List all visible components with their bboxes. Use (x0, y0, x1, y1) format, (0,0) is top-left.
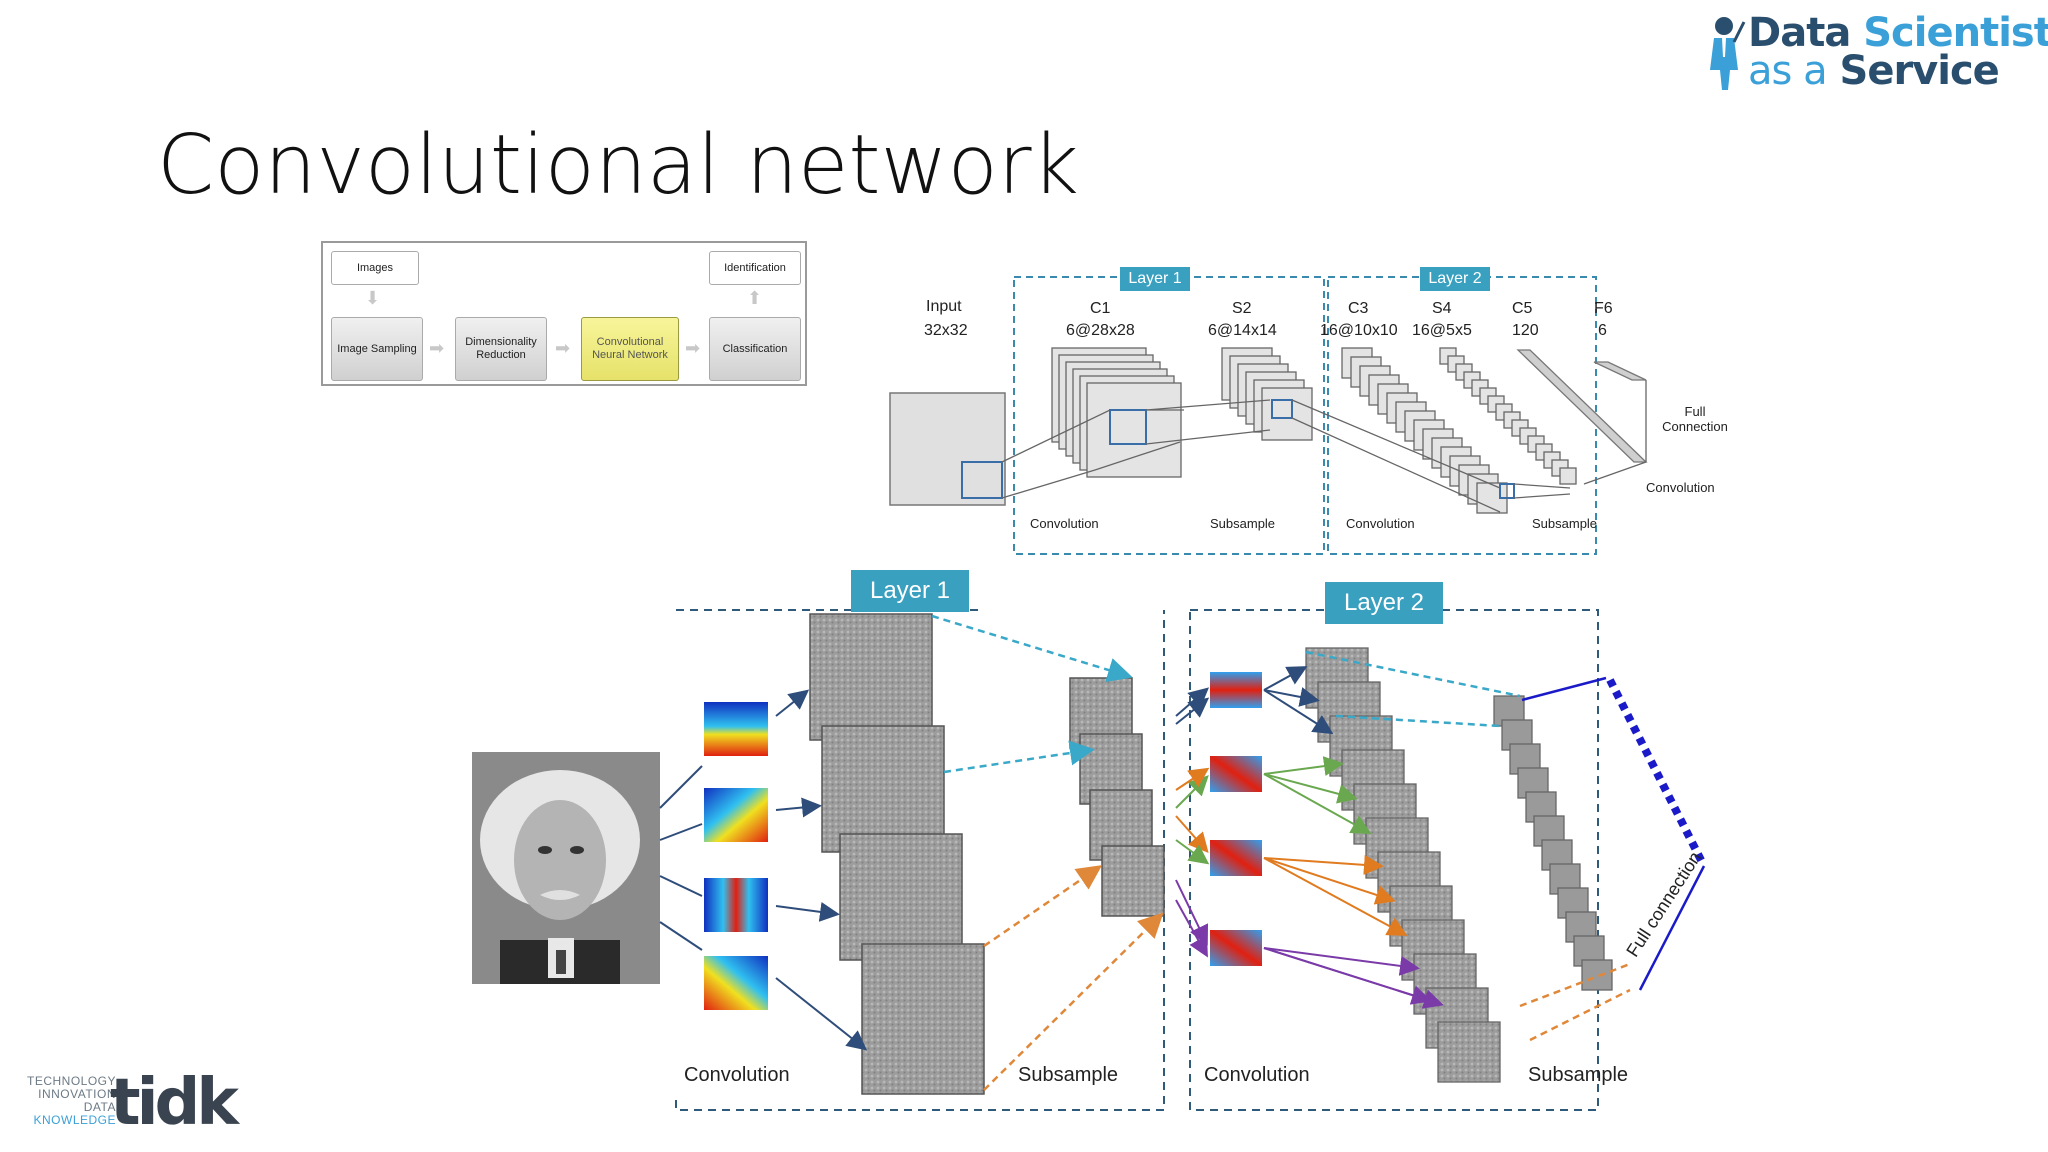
c3-label: C3 (1348, 300, 1369, 317)
s4-feature-map (1559, 467, 1577, 485)
filter-fan-arrow (1263, 756, 1344, 777)
top-convolution-2-label: Convolution (1346, 516, 1415, 531)
filter-fan-arrow (1263, 857, 1408, 936)
top-subsample-2-label: Subsample (1532, 516, 1598, 531)
layer2-feature-map (1437, 1021, 1501, 1083)
filter-fan-arrow (1263, 854, 1384, 875)
einstein-photo (472, 752, 660, 984)
top-layer1-tag: Layer 1 (1120, 267, 1190, 291)
pipeline-cnn-box: Convolutional Neural Network (581, 317, 679, 381)
pipeline-images-box: Images (331, 251, 419, 285)
filter-fan-arrow (1263, 773, 1358, 804)
top-convolution-3-label: Convolution (1646, 480, 1715, 495)
scientist-figure-icon (1710, 17, 1746, 90)
s2-feature-map (1261, 387, 1313, 441)
pipeline-diagram: Images ⬇ Image Sampling ➡ Dimensionality… (321, 241, 807, 386)
filter-fan-arrow (1263, 773, 1372, 834)
c1-size-label: 6@28x28 (1066, 322, 1135, 339)
filter-fan-arrow (1263, 947, 1444, 1009)
tidk-mark: tidk (110, 1066, 239, 1140)
bottom-convolution-2-label: Convolution (1204, 1064, 1310, 1086)
c1-feature-map (1086, 382, 1182, 478)
pipeline-identification-box: Identification (709, 251, 801, 285)
f6-label: F6 (1594, 300, 1613, 317)
right-arrow-icon: ➡ (555, 338, 571, 358)
input-label: Input (926, 298, 962, 315)
c3-size-label: 16@10x10 (1320, 322, 1398, 339)
filter-fan-arrow (1263, 687, 1320, 707)
pipeline-image-sampling-box: Image Sampling (331, 317, 423, 381)
bottom-layer2-tag: Layer 2 (1325, 582, 1443, 624)
s4-size-label: 16@5x5 (1412, 322, 1472, 339)
down-arrow-icon: ⬇ (365, 288, 381, 308)
top-full-connection-label: Full Connection (1662, 404, 1728, 434)
data-scientist-as-a-service-logo: Data Scientist as a Service (1700, 10, 2048, 94)
bottom-layer1-tag: Layer 1 (851, 570, 969, 612)
c5-size-label: 120 (1512, 322, 1539, 339)
filter-fan-arrow (1263, 666, 1308, 691)
s2-size-label: 6@14x14 (1208, 322, 1277, 339)
pipeline-dimensionality-box: Dimensionality Reduction (455, 317, 547, 381)
c1-label: C1 (1090, 300, 1111, 317)
logo-service-word: Service (1826, 48, 2000, 94)
logo-scientist-word: Scientist (1850, 10, 2048, 56)
right-arrow-icon: ➡ (685, 338, 701, 358)
tidk-logo: TECHNOLOGY INNOVATION DATA KNOWLEDGE tid… (14, 1066, 244, 1140)
pipeline-classification-box: Classification (709, 317, 801, 381)
filter-fan-arrow (1263, 689, 1334, 735)
tidk-line-knowledge: KNOWLEDGE (33, 1113, 116, 1127)
c5-label: C5 (1512, 300, 1533, 317)
top-layer2-tag: Layer 2 (1420, 267, 1490, 291)
tidk-line-data: DATA (83, 1100, 116, 1114)
s2-label: S2 (1232, 300, 1252, 317)
filter-fan-arrow (1263, 857, 1396, 905)
top-convolution-1-label: Convolution (1030, 516, 1099, 531)
up-arrow-icon: ⬆ (747, 288, 763, 308)
bottom-subsample-1-label: Subsample (1018, 1064, 1119, 1086)
logo-data-word: Data (1748, 10, 1851, 56)
input-size-label: 32x32 (924, 322, 968, 339)
filter-fan-arrow (1263, 947, 1420, 976)
bottom-subsample-2-label: Subsample (1528, 1064, 1629, 1086)
logo-as-a-word: as a (1748, 48, 1828, 94)
layer2-subsample-map (1581, 959, 1613, 991)
tidk-line-technology: TECHNOLOGY (26, 1074, 116, 1088)
bottom-convolution-1-label: Convolution (684, 1064, 790, 1086)
top-subsample-1-label: Subsample (1210, 516, 1276, 531)
f6-size-label: 6 (1598, 322, 1607, 339)
tidk-line-innovation: INNOVATION (38, 1087, 116, 1101)
right-arrow-icon: ➡ (429, 338, 445, 358)
s4-label: S4 (1432, 300, 1452, 317)
slide-title: Convolutional network (157, 118, 1080, 213)
